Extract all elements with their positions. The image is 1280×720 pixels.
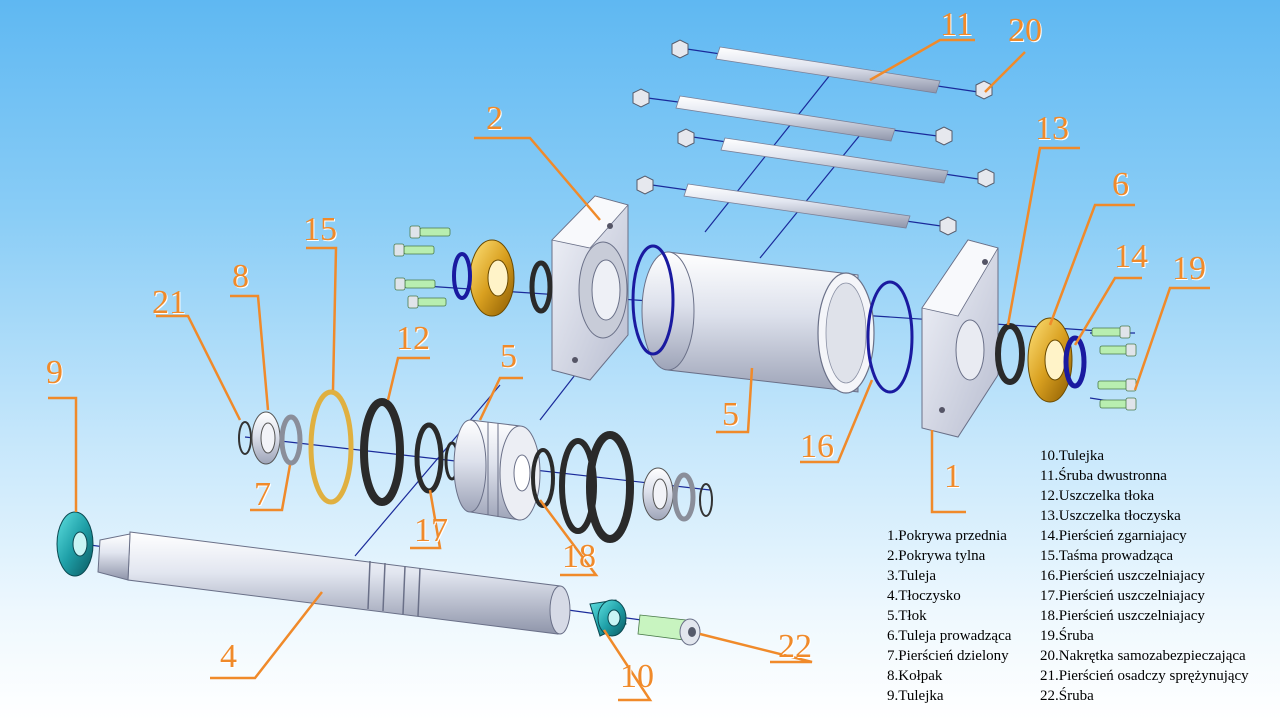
parts-legend-right: 10.Tulejka 11.Śruba dwustronna 12.Uszcze… bbox=[1040, 446, 1249, 706]
split-ring-right bbox=[672, 472, 696, 522]
rear-seal-ring bbox=[452, 252, 472, 300]
tube-o-ring bbox=[866, 280, 914, 394]
tie-rods bbox=[675, 46, 949, 229]
legend-item: 19.Śruba bbox=[1040, 628, 1094, 644]
callout-5-tube: 5 bbox=[722, 396, 739, 433]
wiper-ring bbox=[1063, 335, 1087, 389]
rear-cover bbox=[551, 195, 629, 381]
legend-item: 1.Pokrywa przednia bbox=[887, 528, 1007, 544]
front-cover bbox=[921, 239, 999, 438]
callout-15: 15 bbox=[303, 211, 337, 248]
callout-16: 16 bbox=[800, 428, 834, 465]
legend-item: 5.Tłok bbox=[887, 608, 927, 624]
front-screws bbox=[1091, 325, 1137, 411]
legend-item: 14.Pierścień zgarniajacy bbox=[1040, 528, 1187, 544]
self-locking-nuts bbox=[632, 39, 995, 236]
callout-5-piston: 5 bbox=[500, 338, 517, 375]
callout-12: 12 bbox=[396, 320, 430, 357]
callout-2: 2 bbox=[486, 100, 503, 137]
piston-seal-right bbox=[586, 431, 634, 543]
guide-bushing bbox=[1027, 317, 1073, 403]
legend-item: 18.Pierścień uszczelniajacy bbox=[1040, 608, 1205, 624]
legend-item: 15.Taśma prowadząca bbox=[1040, 548, 1174, 564]
callout-9: 9 bbox=[46, 354, 63, 391]
callout-14: 14 bbox=[1114, 238, 1148, 275]
legend-item: 20.Nakrętka samozabezpieczająca bbox=[1040, 648, 1246, 664]
legend-item: 7.Pierścień dzielony bbox=[887, 648, 1009, 664]
callout-20: 20 bbox=[1008, 12, 1042, 49]
callout-1: 1 bbox=[944, 458, 961, 495]
rod-seal bbox=[995, 323, 1025, 385]
legend-item: 6.Tuleja prowadząca bbox=[887, 628, 1012, 644]
legend-item: 21.Pierścień osadczy sprężynujący bbox=[1040, 668, 1249, 684]
cap-ring-right bbox=[642, 467, 674, 521]
left-sleeve bbox=[56, 511, 94, 577]
callout-13: 13 bbox=[1035, 110, 1069, 147]
legend-item: 4.Tłoczysko bbox=[887, 588, 961, 604]
legend-item: 3.Tuleja bbox=[887, 568, 937, 584]
snap-ring-left bbox=[238, 421, 252, 455]
callout-22: 22 bbox=[778, 628, 812, 665]
callout-10: 10 bbox=[620, 658, 654, 695]
callout-19: 19 bbox=[1172, 250, 1206, 287]
callout-21: 21 bbox=[152, 284, 186, 321]
legend-item: 9.Tulejka bbox=[887, 688, 944, 704]
legend-item: 8.Kołpak bbox=[887, 668, 943, 684]
leader-lines bbox=[48, 38, 1210, 702]
parts-legend-left: 1.Pokrywa przednia 2.Pokrywa tylna 3.Tul… bbox=[887, 526, 1011, 706]
callout-11: 11 bbox=[940, 6, 973, 43]
rod-screw bbox=[637, 614, 701, 646]
snap-ring-right bbox=[699, 483, 713, 517]
legend-item: 12.Uszczelka tłoka bbox=[1040, 488, 1155, 504]
callout-4: 4 bbox=[220, 638, 237, 675]
legend-item: 2.Pokrywa tylna bbox=[887, 548, 986, 564]
legend-item: 16.Pierścień uszczelniajacy bbox=[1040, 568, 1205, 584]
rear-rod-seal bbox=[529, 260, 553, 314]
split-ring bbox=[279, 414, 303, 466]
callout-7: 7 bbox=[254, 476, 271, 513]
piston-seal-left bbox=[360, 398, 404, 506]
rear-o-ring bbox=[631, 244, 675, 356]
legend-item: 17.Pierścień uszczelniajacy bbox=[1040, 588, 1205, 604]
callout-6: 6 bbox=[1112, 166, 1129, 203]
piston-rod bbox=[97, 531, 571, 635]
legend-item: 11.Śruba dwustronna bbox=[1040, 468, 1167, 484]
legend-item: 22.Śruba bbox=[1040, 688, 1094, 704]
rear-screws bbox=[393, 225, 451, 309]
legend-item: 10.Tulejka bbox=[1040, 448, 1105, 464]
callout-18: 18 bbox=[562, 538, 596, 575]
guide-band bbox=[308, 389, 354, 505]
cap-ring bbox=[251, 411, 281, 465]
rear-guide-bushing bbox=[469, 239, 515, 317]
legend-item: 13.Uszczelka tłoczyska bbox=[1040, 508, 1181, 524]
right-sleeve bbox=[589, 599, 627, 637]
callout-17: 17 bbox=[414, 512, 448, 549]
cylinder-tube bbox=[641, 251, 875, 394]
piston bbox=[453, 419, 541, 521]
callout-8: 8 bbox=[232, 258, 249, 295]
